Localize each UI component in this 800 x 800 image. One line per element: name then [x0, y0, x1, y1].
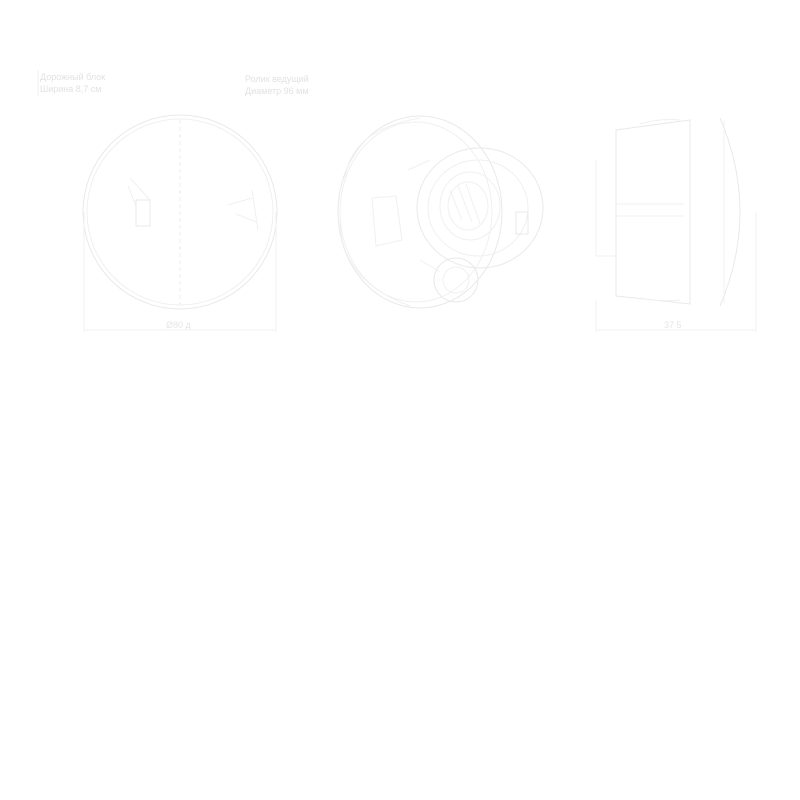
iso-small-roller-inner	[442, 266, 470, 294]
iso-hub-core	[439, 171, 501, 241]
front-leader-1	[129, 177, 151, 201]
iso-hub-hatch	[449, 183, 481, 225]
iso-web-3	[419, 259, 441, 273]
front-view: Ø80 д	[82, 114, 278, 332]
side-view: 37 5	[595, 117, 757, 332]
front-mark-2	[235, 213, 257, 223]
front-mark-1	[227, 197, 253, 206]
iso-hub-disk	[416, 147, 544, 269]
dim-right-value: 37 5	[664, 320, 682, 330]
iso-outer-rim	[337, 115, 503, 309]
front-slot-left	[135, 199, 151, 227]
side-rim-curve	[719, 117, 741, 307]
label-mid-line2: Диаметр 96 мм	[245, 86, 309, 96]
iso-shell-arc-2	[339, 219, 411, 307]
iso-small-roller	[433, 257, 479, 303]
iso-web-2	[407, 159, 431, 171]
iso-web-1	[371, 195, 403, 247]
iso-hub-inner	[427, 159, 529, 257]
label-mid-line1: Ролик ведущий	[245, 74, 309, 84]
front-leader-2	[127, 185, 137, 207]
dim-left-value: Ø80 д	[166, 320, 192, 330]
front-outer-circle	[82, 114, 278, 310]
label-left-line1: Дорожный блок	[40, 72, 105, 82]
iso-key-slot	[515, 211, 529, 235]
side-top-cap	[639, 119, 681, 125]
iso-outer-rim-2	[339, 121, 493, 303]
iso-shell-arc-1	[344, 117, 421, 181]
iso-hub-bore	[447, 181, 489, 231]
side-bottom-cap	[639, 297, 681, 302]
side-body	[615, 119, 691, 305]
front-mark-3	[251, 189, 259, 231]
label-left-line2: Ширина 8,7 см	[40, 84, 101, 94]
isometric-view	[337, 115, 544, 309]
